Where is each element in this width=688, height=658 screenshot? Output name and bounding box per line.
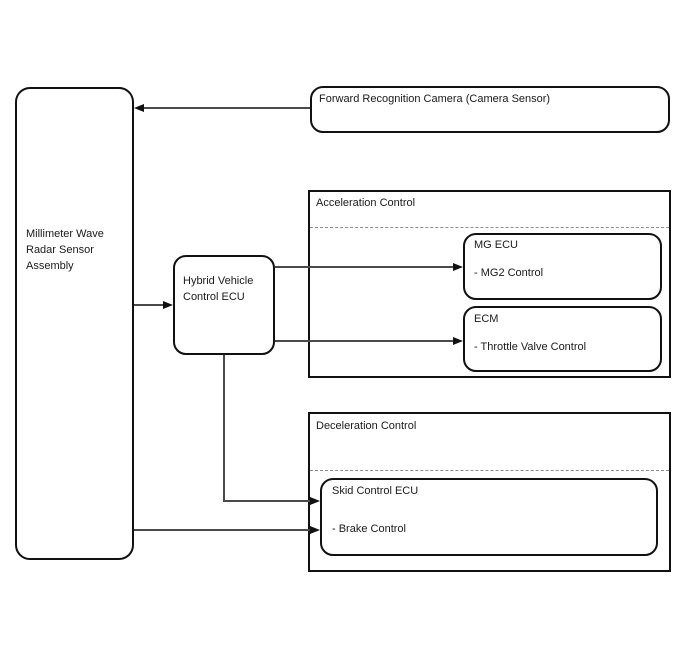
hybrid-vehicle-control-ecu-label: Hybrid Vehicle Control ECU	[183, 275, 254, 303]
acceleration-dashed-separator	[310, 227, 669, 228]
radar-to-skid-line	[134, 529, 311, 531]
deceleration-control-group: Deceleration Control Skid Control ECU - …	[308, 412, 671, 572]
mg-ecu-item: - MG2 Control	[474, 267, 544, 279]
acceleration-control-group: Acceleration Control MG ECU - MG2 Contro…	[308, 190, 671, 378]
ecm-box: ECM - Throttle Valve Control	[463, 306, 662, 372]
camera-to-radar-arrowhead-icon	[134, 103, 144, 112]
hybrid-to-skid-arrowhead-icon	[310, 496, 320, 505]
radar-to-hybrid-line	[134, 304, 164, 306]
hybrid-to-mg-ecu-line	[275, 266, 454, 268]
mg-ecu-title: MG ECU	[474, 239, 518, 251]
deceleration-control-label: Deceleration Control	[316, 420, 417, 432]
deceleration-dashed-separator	[310, 470, 669, 471]
ecm-item: - Throttle Valve Control	[474, 341, 587, 353]
skid-control-ecu-item: - Brake Control	[332, 523, 406, 535]
camera-to-radar-line	[144, 107, 310, 109]
skid-control-ecu-box: Skid Control ECU - Brake Control	[320, 478, 658, 556]
hybrid-vehicle-control-ecu-box: Hybrid Vehicle Control ECU	[173, 255, 275, 355]
radar-to-skid-arrowhead-icon	[310, 525, 320, 534]
forward-recognition-camera-box: Forward Recognition Camera (Camera Senso…	[310, 86, 670, 133]
radar-to-hybrid-arrowhead-icon	[163, 300, 173, 309]
hybrid-to-skid-horizontal-line	[223, 500, 311, 502]
millimeter-wave-radar-sensor-label: Millimeter Wave Radar Sensor Assembly	[26, 228, 104, 272]
hybrid-to-ecm-line	[275, 340, 454, 342]
hybrid-to-ecm-arrowhead-icon	[453, 336, 463, 345]
hybrid-to-mg-ecu-arrowhead-icon	[453, 262, 463, 271]
millimeter-wave-radar-sensor-box: Millimeter Wave Radar Sensor Assembly	[15, 87, 134, 560]
acceleration-control-label: Acceleration Control	[316, 197, 416, 209]
mg-ecu-box: MG ECU - MG2 Control	[463, 233, 662, 300]
skid-control-ecu-title: Skid Control ECU	[332, 485, 419, 497]
ecm-title: ECM	[474, 313, 499, 325]
forward-recognition-camera-label: Forward Recognition Camera (Camera Senso…	[319, 93, 551, 105]
hybrid-to-skid-vertical-line	[223, 355, 225, 501]
